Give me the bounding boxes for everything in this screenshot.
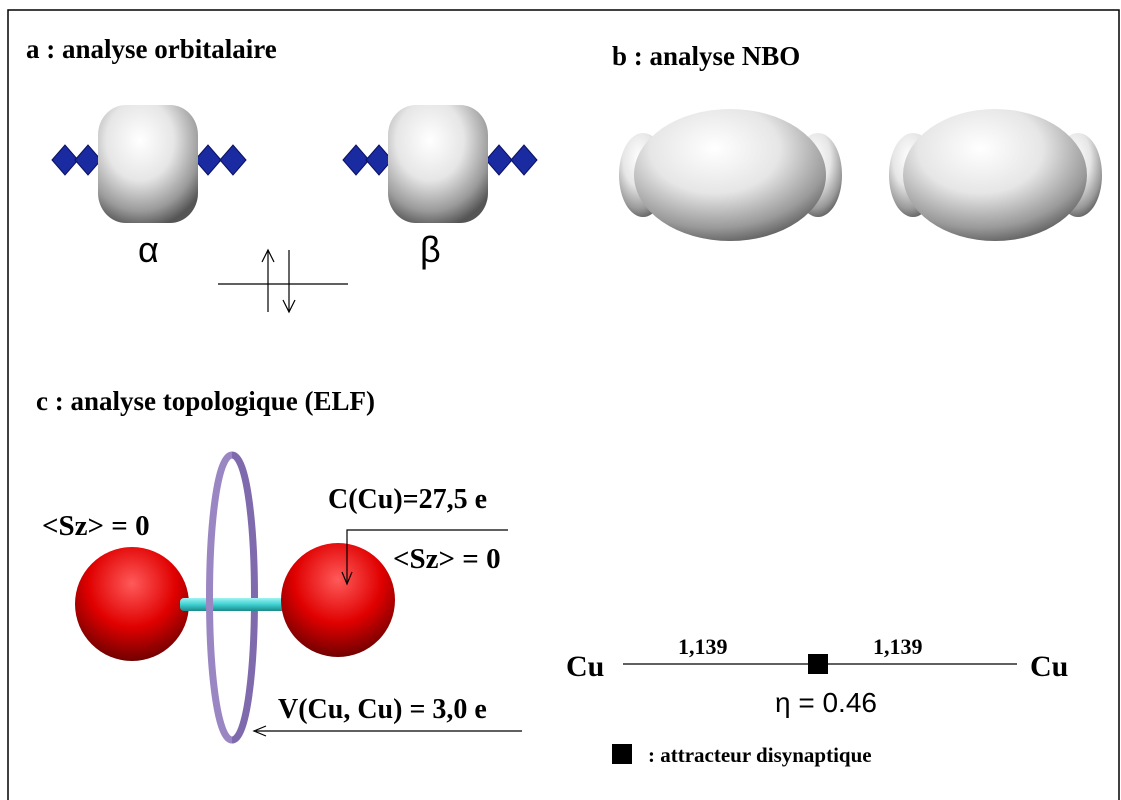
- core-population-annotation: C(Cu)=27,5 e: [328, 484, 508, 586]
- valence-population-annotation: V(Cu, Cu) = 3,0 e: [252, 694, 522, 737]
- bond-left-atom: Cu: [566, 650, 604, 683]
- bond-rod: [180, 598, 290, 611]
- alpha-isosurface: [98, 105, 198, 223]
- legend-marker: [612, 744, 632, 764]
- spin-up-arrow: [261, 248, 275, 312]
- eta-value: η = 0.46: [775, 687, 877, 718]
- nbo-right-isosurface: [903, 109, 1087, 241]
- panel-c-title: c : analyse topologique (ELF): [36, 386, 375, 416]
- core-population-arrowhead: [341, 571, 353, 586]
- nbo-orbital-right: [889, 109, 1102, 241]
- spin-pair-diagram: [218, 248, 348, 314]
- right-spin-label: <Sz> = 0: [393, 543, 501, 575]
- alpha-left-lobe: [51, 144, 102, 176]
- bond-right-value: 1,139: [873, 634, 923, 659]
- alpha-label: α: [138, 229, 159, 270]
- nbo-orbital-left: [619, 109, 842, 241]
- bond-diagram: Cu 1,139 1,139 Cu η = 0.46: [566, 634, 1068, 718]
- panel-a-title: a : analyse orbitalaire: [26, 34, 277, 64]
- elf-ring-back: [230, 451, 258, 744]
- beta-right-lobe: [485, 144, 538, 176]
- legend: : attracteur disynaptique: [612, 743, 872, 767]
- atom-sphere-left: [75, 547, 189, 661]
- figure-frame: [7, 9, 1120, 800]
- legend-label: : attracteur disynaptique: [648, 743, 872, 767]
- valence-population-label: V(Cu, Cu) = 3,0 e: [278, 694, 487, 725]
- beta-orbital: [342, 105, 538, 223]
- core-population-label: C(Cu)=27,5 e: [328, 484, 487, 515]
- beta-isosurface: [388, 105, 488, 223]
- bond-left-value: 1,139: [678, 634, 728, 659]
- bond-right-atom: Cu: [1030, 650, 1068, 683]
- elf-ring-front: [206, 451, 234, 744]
- alpha-orbital: [51, 105, 247, 223]
- elf-molecule: [75, 451, 395, 744]
- beta-left-lobe: [342, 144, 393, 176]
- beta-label: β: [420, 229, 441, 270]
- atom-sphere-right: [281, 543, 395, 657]
- disynaptic-attractor-marker: [808, 654, 828, 674]
- core-population-leader: [346, 529, 508, 582]
- left-spin-label: <Sz> = 0: [42, 510, 150, 542]
- valence-population-arrowhead: [252, 725, 267, 737]
- panel-b-title: b : analyse NBO: [612, 41, 800, 71]
- spin-down-arrow: [282, 250, 296, 314]
- nbo-left-isosurface: [634, 109, 826, 241]
- alpha-right-lobe: [194, 144, 247, 176]
